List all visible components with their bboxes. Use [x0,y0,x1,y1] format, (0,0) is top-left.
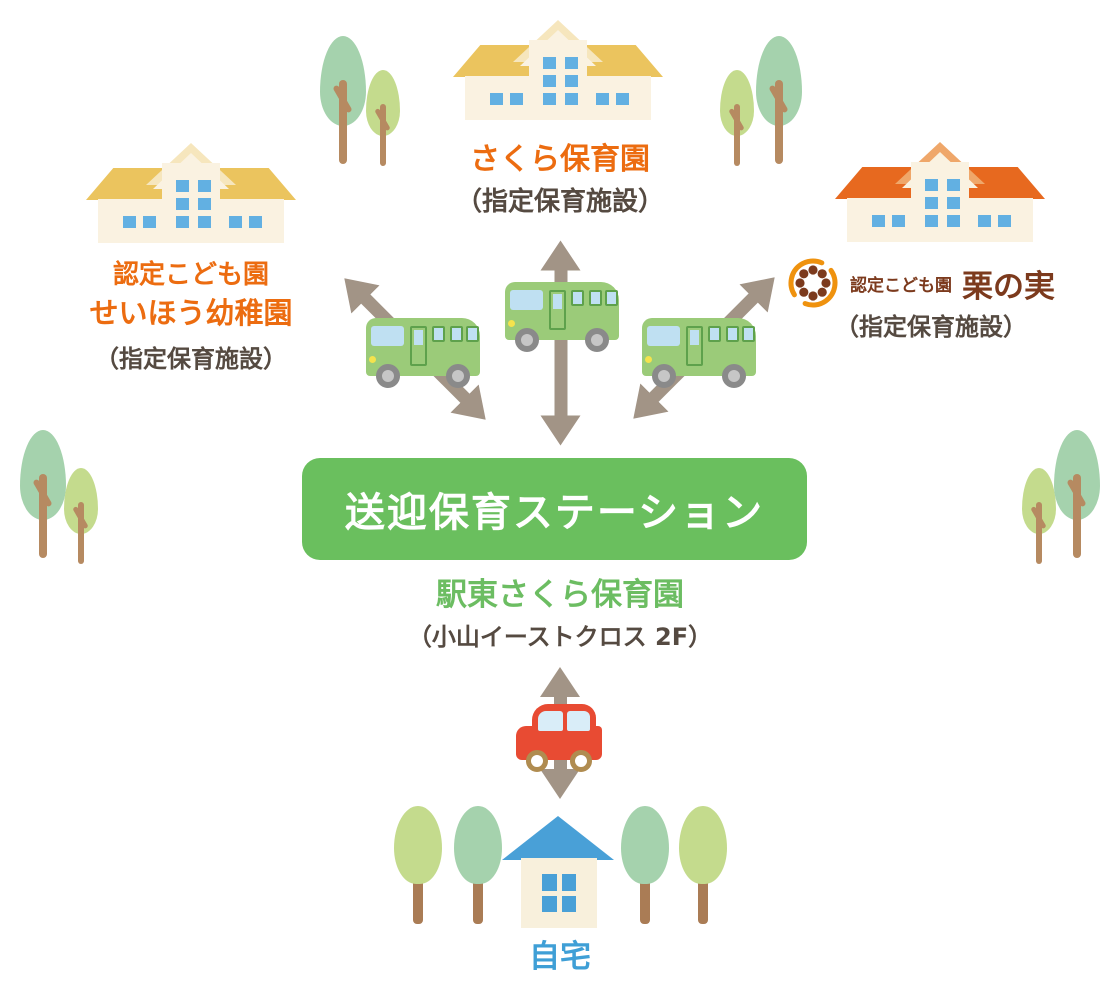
window [176,216,189,228]
window [596,93,609,105]
window [490,93,503,105]
station-label: 送迎保育ステーション [344,490,765,536]
facility-sakura-type: （指定保育施設） [455,187,664,217]
window [925,215,938,227]
window [543,93,556,105]
window [872,215,885,227]
window [998,215,1011,227]
window [543,75,556,87]
tree-icon [394,806,442,924]
school-building-icon [835,142,1045,242]
facility-kurinomi-badge-label: 認定こども園 [850,275,952,296]
flower-badge-icon [788,258,838,308]
house-body [521,858,597,928]
window [565,93,578,105]
tree-icon [621,806,669,924]
tree-icon [320,36,366,164]
facility-kurinomi-row: 認定こども園 栗の実 [786,256,1055,310]
home-icon [502,816,614,928]
window [978,215,991,227]
window [198,198,211,210]
facility-kurinomi-name: 栗の実 [962,268,1055,305]
school-building-icon [86,143,296,243]
window [565,75,578,87]
window [123,216,136,228]
car-icon [516,704,602,774]
facility-seihou-type: （指定保育施設） [95,345,287,373]
window [947,197,960,209]
tree-icon [1054,430,1100,558]
house-window [542,874,576,912]
window [198,180,211,192]
window [616,93,629,105]
house-roof [502,816,614,860]
window [947,179,960,191]
window [925,179,938,191]
window [925,197,938,209]
tree-icon [20,430,66,558]
facility-seihou-name-line1: 認定こども園 [112,260,269,290]
school-building-icon [453,20,663,120]
window [892,215,905,227]
facility-sakura-name: さくら保育園 [470,142,650,177]
facility-kurinomi-type: （指定保育施設） [835,313,1027,341]
bus-icon [642,312,760,390]
window [176,198,189,210]
bus-icon [505,276,623,354]
tree-icon [1022,468,1056,564]
tree-icon [756,36,802,164]
window [229,216,242,228]
bus-icon [366,312,484,390]
window [565,57,578,69]
window [510,93,523,105]
facility-seihou-name-line2: せいほう幼稚園 [89,296,293,330]
window [543,57,556,69]
home-label: 自宅 [529,939,591,975]
window [176,180,189,192]
window [198,216,211,228]
station-box: 送迎保育ステーション [302,458,807,560]
tree-icon [454,806,502,924]
window [143,216,156,228]
station-name: 駅東さくら保育園 [436,577,684,613]
tree-icon [366,70,400,166]
tree-icon [64,468,98,564]
tree-icon [679,806,727,924]
station-location: （小山イーストクロス 2F） [407,623,713,651]
tree-icon [720,70,754,166]
window [947,215,960,227]
window [249,216,262,228]
